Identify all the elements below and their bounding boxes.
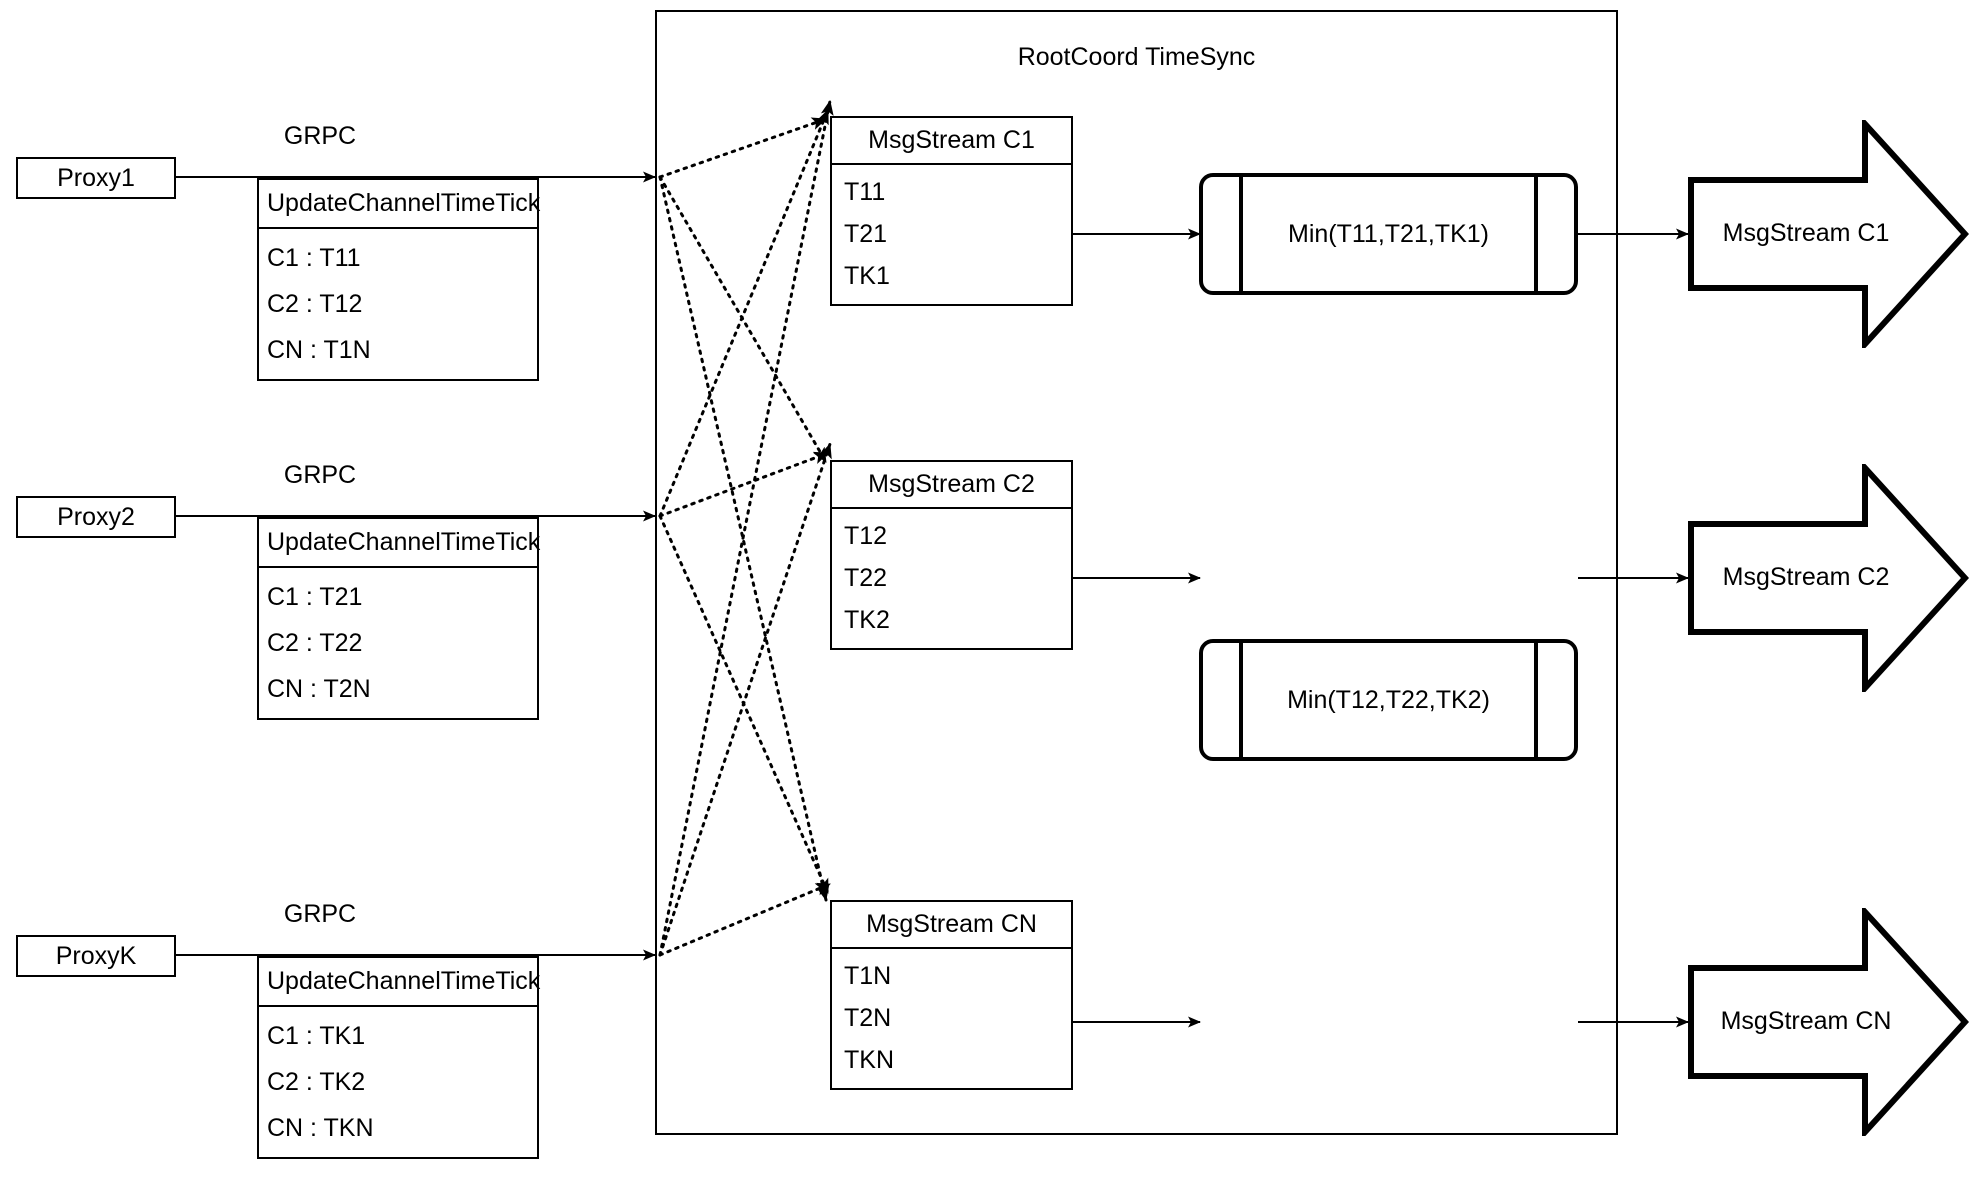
update-channel-timetick-table-2: UpdateChannelTimeTick C1 : T21 C2 : T22 … (257, 517, 540, 720)
timetick-table-body-2: C1 : T21 C2 : T22 CN : T2N (259, 568, 537, 718)
output-block-arrow-label-c2: MsgStream C2 (1722, 563, 1890, 591)
msgstream-table-c1: MsgStream C1 T11 T21 TK1 (830, 116, 1073, 306)
rootcoord-timesync-title: RootCoord TimeSync (1017, 43, 1256, 71)
msgstream-table-title-c2: MsgStream C2 (832, 462, 1071, 509)
proxy-box-2[interactable]: Proxy2 (16, 496, 176, 538)
timetick-row: C2 : TK2 (267, 1067, 366, 1096)
output-block-arrow-c2 (1688, 464, 1969, 692)
msgstream-row: T1N (844, 961, 892, 990)
min-process-c2: Min(T12,T22,TK2) (1199, 639, 1578, 761)
grpc-label-2: GRPC (283, 461, 357, 489)
msgstream-table-body-cn: T1N T2N TKN (832, 949, 1071, 1088)
msgstream-row: TK1 (844, 262, 890, 291)
msgstream-table-body-c1: T11 T21 TK1 (832, 165, 1071, 304)
timetick-table-title-1: UpdateChannelTimeTick (259, 180, 540, 229)
timetick-row: CN : T2N (267, 674, 371, 703)
msgstream-row: T2N (844, 1003, 892, 1032)
msgstream-row: TK2 (844, 606, 890, 635)
timetick-row: C1 : T21 (267, 582, 363, 611)
rootcoord-timesync-container (655, 10, 1618, 1135)
output-block-arrow-label-c1: MsgStream C1 (1722, 219, 1890, 247)
timetick-table-body-k: C1 : TK1 C2 : TK2 CN : TKN (259, 1007, 537, 1157)
proxy-label-k: ProxyK (55, 941, 137, 970)
msgstream-row: T12 (844, 521, 888, 550)
timetick-table-title-2: UpdateChannelTimeTick (259, 519, 540, 568)
output-block-arrow-label-cn: MsgStream CN (1720, 1007, 1892, 1035)
msgstream-table-c2: MsgStream C2 T12 T22 TK2 (830, 460, 1073, 650)
msgstream-table-title-c1: MsgStream C1 (832, 118, 1071, 165)
msgstream-row: T21 (844, 219, 888, 248)
proxy-box-k[interactable]: ProxyK (16, 935, 176, 977)
timetick-row: C2 : T12 (267, 289, 363, 318)
msgstream-row: TKN (844, 1046, 894, 1075)
timetick-row: C2 : T22 (267, 628, 363, 657)
output-block-arrow-c1 (1688, 120, 1969, 348)
update-channel-timetick-table-1: UpdateChannelTimeTick C1 : T11 C2 : T12 … (257, 178, 540, 381)
min-process-label-c1: Min(T11,T21,TK1) (1288, 219, 1489, 248)
timetick-row: C1 : T11 (267, 243, 361, 272)
min-process-c1: Min(T11,T21,TK1) (1199, 173, 1578, 295)
timetick-row: CN : TKN (267, 1113, 374, 1142)
proxy-label-2: Proxy2 (57, 502, 135, 531)
update-channel-timetick-table-k: UpdateChannelTimeTick C1 : TK1 C2 : TK2 … (257, 956, 540, 1159)
timetick-row: CN : T1N (267, 335, 371, 364)
msgstream-row: T22 (844, 563, 888, 592)
timetick-table-body-1: C1 : T11 C2 : T12 CN : T1N (259, 229, 537, 379)
timetick-row: C1 : TK1 (267, 1021, 366, 1050)
msgstream-table-title-cn: MsgStream CN (832, 902, 1071, 949)
msgstream-table-cn: MsgStream CN T1N T2N TKN (830, 900, 1073, 1090)
proxy-box-1[interactable]: Proxy1 (16, 157, 176, 199)
grpc-label-1: GRPC (283, 122, 357, 150)
min-process-label-c2: Min(T12,T22,TK2) (1287, 685, 1490, 714)
timetick-table-title-k: UpdateChannelTimeTick (259, 958, 540, 1007)
msgstream-table-body-c2: T12 T22 TK2 (832, 509, 1071, 648)
output-block-arrow-cn (1688, 908, 1969, 1136)
msgstream-row: T11 (844, 177, 886, 206)
grpc-label-k: GRPC (283, 900, 357, 928)
proxy-label-1: Proxy1 (57, 163, 135, 192)
